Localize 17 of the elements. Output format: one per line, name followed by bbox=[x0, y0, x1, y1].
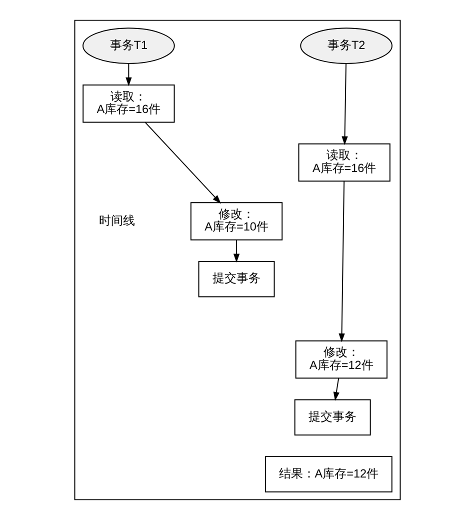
arrow bbox=[232, 239, 240, 263]
node-box: 修改： A库存=10件 bbox=[190, 202, 282, 240]
node-box: 读取： A库存=16件 bbox=[298, 143, 390, 182]
arrow bbox=[341, 62, 348, 146]
arrow bbox=[332, 378, 339, 401]
arrow bbox=[144, 122, 221, 204]
arrow bbox=[338, 180, 344, 342]
arrow bbox=[125, 63, 132, 86]
node-ellipse: 事务T2 bbox=[300, 28, 392, 64]
node-box: 修改： A库存=12件 bbox=[294, 340, 387, 379]
node-box: 结果：A库存=12件 bbox=[264, 456, 392, 492]
node-box: 提交事务 bbox=[294, 399, 370, 436]
label: 时间线 bbox=[98, 214, 134, 228]
node-ellipse: 事务T1 bbox=[82, 28, 174, 64]
node-box: 读取： A库存=16件 bbox=[82, 84, 174, 123]
cluster bbox=[74, 20, 400, 500]
node-box: 提交事务 bbox=[198, 260, 274, 298]
